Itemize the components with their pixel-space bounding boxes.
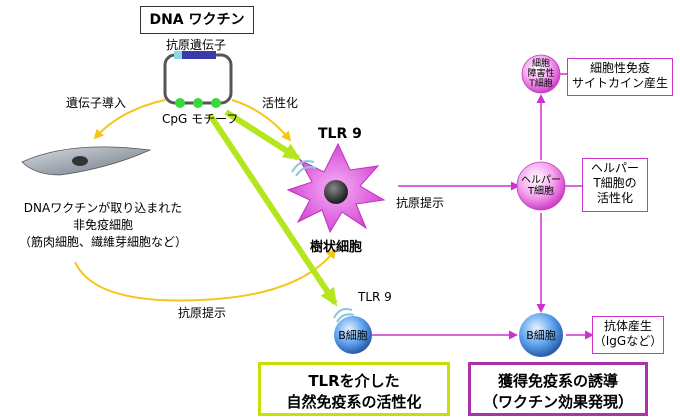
non-immune-cell-icon — [21, 146, 152, 176]
acquired-immunity-box: 獲得免疫系の誘導 （ワクチン効果発現） — [468, 362, 648, 416]
page-title: DNA ワクチン — [140, 6, 254, 34]
acquired-line2: （ワクチン効果発現） — [482, 393, 633, 411]
activation-arrow — [231, 99, 292, 142]
antigen-present-curve-arrow — [74, 248, 337, 302]
non-immune-line2: 非免疫細胞 — [72, 218, 133, 232]
gene-label: 抗原遺伝子 — [166, 38, 227, 52]
activation-label: 活性化 — [262, 96, 299, 110]
ctl-cell-icon — [521, 54, 561, 94]
innate-line1: TLRを介した — [308, 372, 400, 390]
antibody-line2: （IgGなど） — [593, 334, 663, 348]
bcell-tlr-label: TLR 9 — [358, 290, 392, 304]
antigen-present-label-1: 抗原提示 — [396, 196, 445, 210]
cellular-immunity-box: 細胞性免疫 サイトカイン産生 — [567, 58, 673, 96]
dendritic-cell-label: 樹状細胞 — [310, 240, 363, 255]
cpg-label: CpG モチーフ — [162, 112, 239, 126]
non-immune-label: DNAワクチンが取り込まれた 非免疫細胞 （筋肉細胞、繊維芽細胞など） — [8, 200, 198, 251]
bcell2-icon — [519, 313, 563, 357]
gene-intro-arrow — [93, 99, 166, 140]
helper-t-cell-icon — [516, 161, 566, 211]
cpg-to-dendritic-arrow — [224, 109, 302, 161]
cellular-immunity-line1: 細胞性免疫 — [589, 61, 650, 75]
plasmid-icon — [163, 51, 233, 108]
antibody-box: 抗体産生 （IgGなど） — [592, 316, 664, 354]
ctl-cell-label: 細胞 障害性 T細胞 — [525, 59, 557, 89]
dendritic-cell-icon — [286, 142, 386, 234]
ctl-cell-line1: 細胞 — [531, 59, 550, 69]
helper-box-line1: ヘルパー — [590, 161, 639, 175]
bcell-tlr-icon — [333, 308, 355, 323]
innate-immunity-box: TLRを介した 自然免疫系の活性化 — [258, 362, 450, 416]
gene-intro-label: 遺伝子導入 — [66, 96, 127, 110]
helper-activation-box: ヘルパー T細胞の 活性化 — [582, 158, 648, 212]
antigen-present-label-2: 抗原提示 — [178, 306, 227, 320]
non-immune-line3: （筋肉細胞、繊維芽細胞など） — [18, 235, 187, 249]
cellular-immunity-line2: サイトカイン産生 — [571, 76, 668, 90]
helper-box-line3: 活性化 — [596, 191, 633, 205]
cpg-to-bcell-arrow — [207, 113, 338, 307]
bcell-label: B細胞 — [338, 329, 368, 342]
ctl-cell-line2: 障害性 — [527, 69, 555, 79]
dendritic-tlr-label: TLR 9 — [318, 126, 362, 142]
ctl-cell-line3: T細胞 — [529, 79, 553, 89]
antibody-line1: 抗体産生 — [603, 319, 652, 333]
innate-line2: 自然免疫系の活性化 — [286, 393, 422, 411]
helper-box-line2: T細胞の — [593, 176, 637, 190]
bcell-icon — [334, 316, 372, 354]
bcell2-label: B細胞 — [526, 329, 556, 342]
non-immune-line1: DNAワクチンが取り込まれた — [23, 201, 183, 215]
acquired-line1: 獲得免疫系の誘導 — [497, 372, 618, 390]
helper-cell-label: ヘルパー T細胞 — [521, 175, 561, 197]
